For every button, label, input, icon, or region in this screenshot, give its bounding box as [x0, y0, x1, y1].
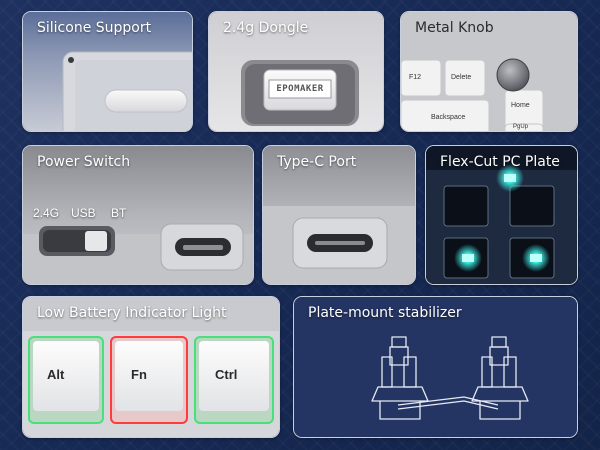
panel-metal-knob: Metal Knob F12 Delete Backspace Home PgU…	[400, 11, 578, 132]
panel-plate-mount-stabilizer: Plate-mount stabilizer	[293, 296, 578, 438]
dongle-brand-text: EPOMAKER	[276, 84, 324, 94]
panel-title: Flex-Cut PC Plate	[440, 154, 560, 170]
panel-low-battery-indicator: Low Battery Indicator Light Alt Fn Ctrl	[22, 296, 280, 438]
metal-knob-image	[401, 12, 577, 131]
panel-silicone-support: Silicone Support	[22, 11, 193, 132]
panel-title: Metal Knob	[415, 20, 494, 36]
key-label-home: Home	[511, 102, 530, 109]
panel-title: Low Battery Indicator Light	[37, 305, 227, 321]
panel-flex-cut-pc-plate: Flex-Cut PC Plate	[425, 145, 578, 285]
switch-label-usb: USB	[71, 206, 96, 220]
panel-power-switch: Power Switch 2.4G USB BT	[22, 145, 254, 285]
key-fn: Fn	[131, 367, 147, 382]
key-label-f12: F12	[409, 74, 422, 81]
type-c-port-image	[263, 146, 415, 284]
key-label-backspace: Backspace	[431, 114, 466, 121]
key-ctrl: Ctrl	[215, 367, 238, 382]
metal-knob-icon	[496, 58, 530, 92]
key-label-pgup: PgUp	[513, 124, 529, 130]
switch-label-bt: BT	[111, 206, 127, 220]
switch-label-24g: 2.4G	[33, 206, 60, 220]
panel-title: 2.4g Dongle	[223, 20, 309, 36]
pc-plate-image	[426, 146, 577, 284]
panel-dongle: 2.4g Dongle EPOMAKER	[208, 11, 384, 132]
panel-title: Silicone Support	[37, 20, 152, 36]
panel-title: Type-C Port	[277, 154, 357, 170]
key-label-delete: Delete	[451, 74, 472, 81]
panel-title: Power Switch	[37, 154, 131, 170]
silicone-support-image	[23, 12, 192, 131]
power-switch-image	[23, 146, 253, 284]
panel-title: Plate-mount stabilizer	[308, 305, 462, 321]
panel-type-c-port: Type-C Port	[262, 145, 416, 285]
stabilizer-icon	[294, 297, 577, 437]
key-alt: Alt	[47, 367, 65, 382]
dongle-image	[209, 12, 383, 131]
indicator-keys-image	[23, 297, 279, 437]
